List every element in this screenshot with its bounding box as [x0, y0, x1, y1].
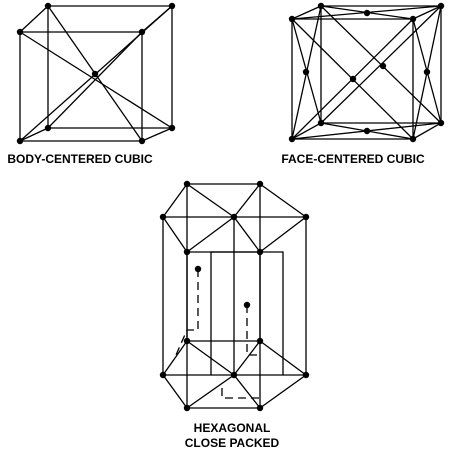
hcp-label-line-1: HEXAGONAL: [194, 421, 271, 435]
hcp-cell: [159, 180, 310, 412]
fcc-label: FACE-CENTERED CUBIC: [281, 152, 425, 166]
bcc-cell: [16, 2, 176, 145]
fcc-cell: [288, 2, 445, 143]
bcc-label: BODY-CENTERED CUBIC: [7, 152, 153, 166]
hcp-label-line-2: CLOSE PACKED: [185, 436, 280, 450]
